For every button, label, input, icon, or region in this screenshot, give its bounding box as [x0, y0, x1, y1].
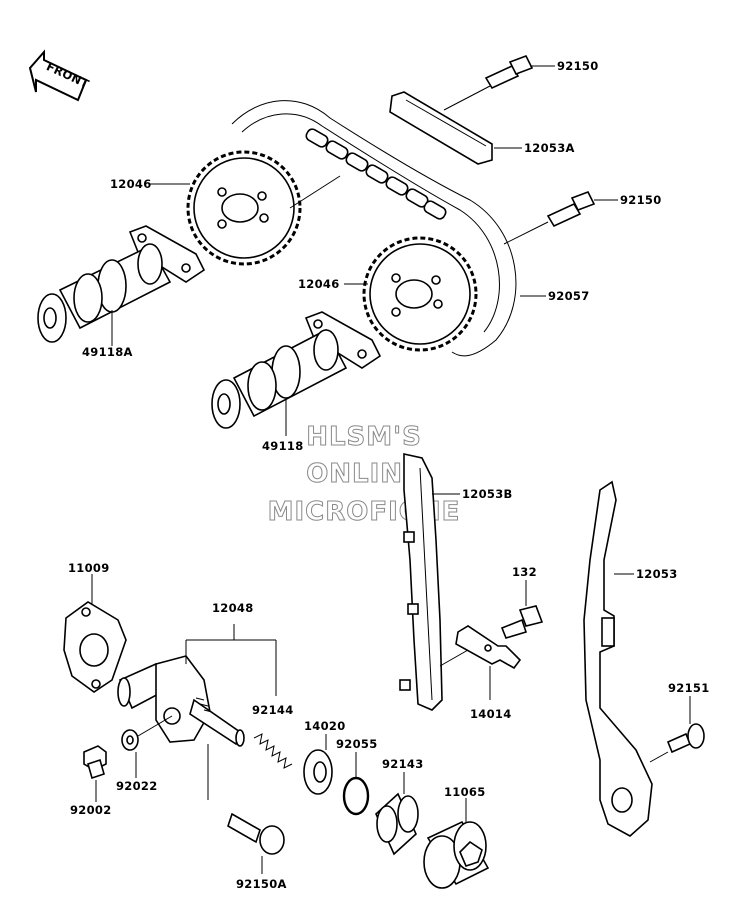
label-92022: 92022 [116, 779, 158, 793]
front-arrow-icon: FRONT [28, 49, 91, 102]
label-92055: 92055 [336, 737, 378, 751]
washer-92022: 92022 [116, 715, 173, 793]
label-92057: 92057 [548, 289, 590, 303]
bolt-92002: 92002 [70, 745, 112, 817]
collar-92143: 92143 [375, 757, 424, 856]
label-11065: 11065 [444, 785, 486, 799]
label-92144: 92144 [252, 703, 294, 717]
watermark: HLSM'S ONLINE MICROFICHE [267, 422, 460, 528]
chain-guide-12053A: 12053A [389, 85, 575, 165]
spring-92144: 92144 [252, 703, 294, 769]
label-12053B: 12053B [462, 487, 513, 501]
bolt-132: 132 [500, 565, 544, 639]
label-49118: 49118 [262, 439, 304, 453]
label-49118A: 49118A [82, 345, 133, 359]
watermark-line-2: ONLINE [306, 459, 422, 489]
nut-14020: 14020 [303, 719, 346, 795]
label-11009: 11009 [68, 561, 110, 575]
label-12046-mid: 12046 [298, 277, 340, 291]
tensioner-12048: 12048 [117, 601, 277, 800]
label-12053A: 12053A [524, 141, 575, 155]
gasket-11009: 11009 [63, 561, 127, 693]
bolt-92150A: 92150A [227, 812, 287, 891]
bolt-92150-top: 92150 [484, 54, 599, 90]
timing-chain-92057: 92057 [231, 100, 590, 357]
label-14014: 14014 [470, 707, 512, 721]
sprocket-12046-top: 12046 [110, 150, 341, 266]
label-12048: 12048 [212, 601, 254, 615]
watermark-line-1: HLSM'S [306, 422, 422, 452]
cap-bolt-11065: 11065 [423, 785, 490, 889]
label-92002: 92002 [70, 803, 112, 817]
label-132: 132 [512, 565, 537, 579]
label-92151: 92151 [668, 681, 710, 695]
chain-guide-12053: 12053 [583, 480, 678, 837]
bracket-14014: 14014 [439, 625, 522, 721]
label-12046-top: 12046 [110, 177, 152, 191]
label-12053: 12053 [636, 567, 678, 581]
bolt-92150-mid: 92150 [503, 190, 662, 245]
chain-links [305, 128, 447, 220]
label-92150-mid: 92150 [620, 193, 662, 207]
label-92143: 92143 [382, 757, 424, 771]
camshaft-49118A: 49118A [37, 225, 206, 359]
label-92150-top: 92150 [557, 59, 599, 73]
label-14020: 14020 [304, 719, 346, 733]
camshaft-49118: 49118 [211, 311, 382, 453]
pin-92151: 92151 [649, 681, 710, 763]
o-ring-92055: 92055 [336, 737, 378, 816]
label-92150A: 92150A [236, 877, 287, 891]
sprocket-12046-mid: 12046 [298, 236, 478, 352]
chain-guide-12053B: 12053B [399, 453, 513, 711]
